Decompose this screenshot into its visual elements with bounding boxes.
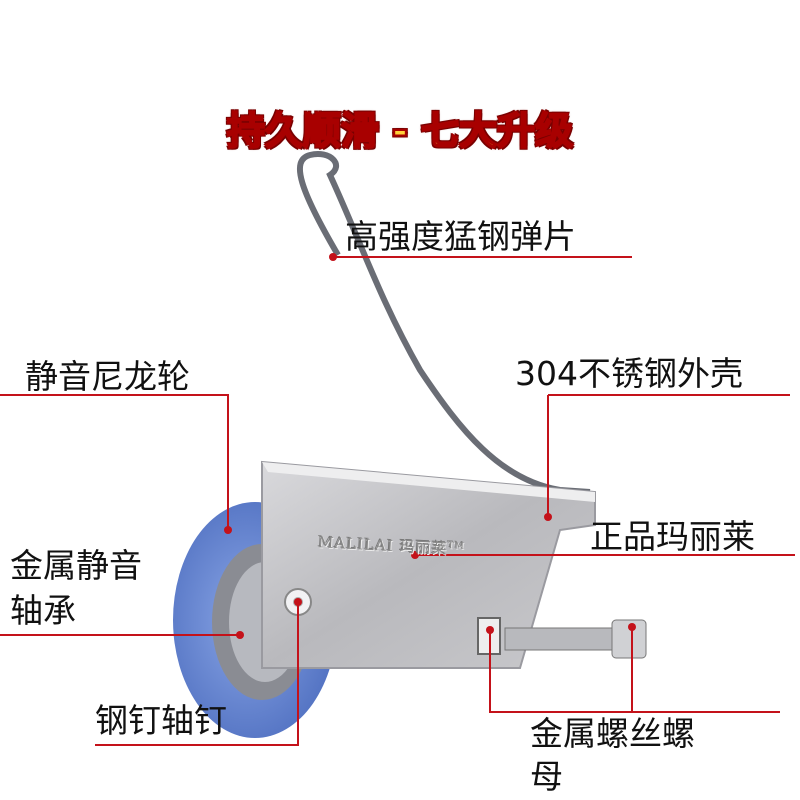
label-pin: 钢钉轴钉 [95,701,227,740]
label-spring: 高强度猛钢弹片 [345,217,576,256]
screw-bolt [504,627,616,651]
label-genuine: 正品玛丽莱 [590,517,755,556]
trademark: TM [447,540,466,552]
label-screw-1: 金属螺丝螺 [530,714,695,753]
spring-clip [296,151,591,495]
headline: 持久顺滑 - 七大升级 [226,108,574,154]
label-shell: 304不锈钢外壳 [515,354,743,393]
label-bearing-2: 轴承 [10,591,76,630]
leader-lines [0,256,795,746]
leader-dots [224,253,636,639]
label-bearing-1: 金属静音 [10,546,142,585]
label-screw-2: 母 [530,757,563,796]
label-wheel: 静音尼龙轮 [25,357,190,396]
